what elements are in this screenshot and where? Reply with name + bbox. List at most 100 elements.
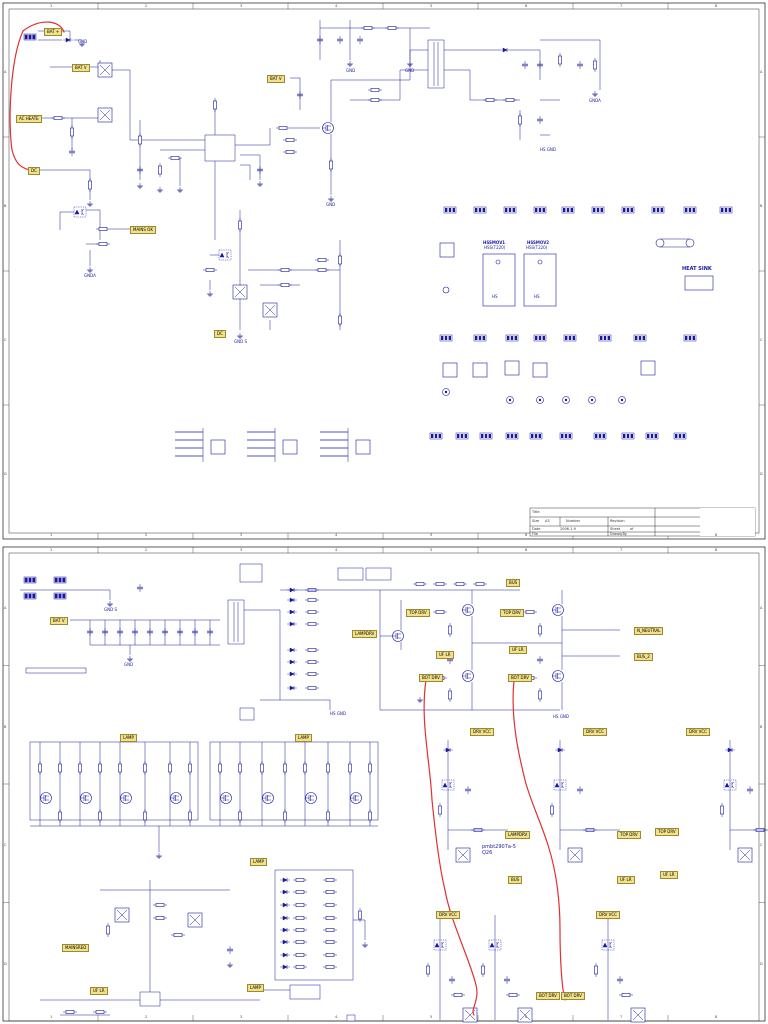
title-block — [529, 507, 756, 537]
gnd-label-7: GND S — [234, 339, 247, 344]
tb-of-label: of — [630, 527, 634, 531]
border-col-label: 7 — [620, 4, 623, 8]
net-flag-drv-vcc-3: DRV VCC — [686, 728, 710, 736]
tb-drawn-label: Drawn By — [610, 532, 627, 536]
border-col-label: 3 — [240, 533, 243, 537]
sheet-2-frame — [2, 546, 766, 1022]
net-flag-top-drv-2: TOP DRV — [500, 609, 524, 617]
border-col-label: 2 — [145, 4, 148, 8]
border-col-label: 3 — [240, 548, 243, 552]
net-flag-lampdrv-2: LAMPDRV — [505, 831, 531, 839]
border-col-label: 5 — [430, 533, 433, 537]
red-markup-annotations — [9, 21, 566, 1016]
net-flag-lampdrv: LAMPDRV — [352, 630, 378, 638]
gnd-label-8: GND S — [104, 607, 117, 612]
net-flag-bus-3: BUS — [508, 876, 523, 884]
sheet-1-connector-grid — [429, 206, 733, 440]
border-col-label: 8 — [715, 4, 718, 8]
border-col-label: 3 — [240, 1015, 243, 1019]
border-col-label: 4 — [335, 533, 338, 537]
gnd-label-12: HS GND — [540, 147, 556, 152]
tb-number-label: Number — [566, 519, 581, 523]
net-flag-bot-drv-1: BOT DRV — [419, 674, 443, 682]
gnd-label-2: GND — [346, 68, 356, 73]
net-flag-bus-2: BUS_2 — [634, 653, 653, 661]
sheet-2-rectifier — [239, 563, 520, 721]
sheet-2-input-filter — [20, 576, 245, 674]
heatsink-part-2: HSS(T220) — [526, 245, 548, 250]
border-col-label: 7 — [620, 548, 623, 552]
net-flag-bat-v-3: BAT V — [50, 617, 68, 625]
border-col-label: 6 — [525, 4, 528, 8]
heatsink-mov1-label: HSSMOV1 — [483, 240, 506, 245]
net-flag-mains-ok: MAINS OK — [130, 226, 156, 234]
net-flag-bot-drv-3: BOT DRV — [536, 992, 560, 1000]
gnd-label-10: HS GND — [553, 714, 569, 719]
border-row-label: B — [4, 724, 7, 729]
border-row-label: C — [4, 338, 7, 342]
heatsink-diagram — [439, 238, 714, 307]
net-flag-drv-vcc-5: DRV VCC — [596, 911, 620, 919]
border-row-label: A — [760, 70, 763, 74]
sheet-2-gate-drivers — [425, 740, 768, 1023]
border-row-label: D — [4, 472, 7, 476]
q26-label: Q26 — [482, 850, 493, 856]
border-row-label: D — [760, 961, 763, 966]
border-row-label: B — [760, 204, 763, 208]
gnd-label-6: GNDA — [84, 273, 96, 278]
border-col-label: 2 — [145, 1015, 148, 1019]
net-flag-top-drv-4: TOP DRV — [655, 828, 679, 836]
sheet-1-input-section — [23, 28, 132, 273]
border-col-label: 1 — [50, 548, 53, 552]
border-col-label: 7 — [620, 533, 623, 537]
net-flag-uf-lr-4: UF LR — [660, 871, 678, 879]
net-flag-bot-drv-2: BOT DRV — [508, 674, 532, 682]
sheet-2-h-bridge — [379, 590, 620, 711]
tb-size-label: Size — [532, 519, 540, 523]
border-row-label: C — [4, 843, 7, 848]
border-col-label: 6 — [525, 1015, 528, 1019]
tb-sheet-label: Sheet — [610, 527, 621, 531]
net-flag-uf-lr-2: UF LR — [509, 646, 527, 654]
sheet-2-mosfet-array — [29, 741, 379, 859]
heatsink-hs-2: HS — [534, 294, 540, 299]
net-flag-drv-vcc-4: DRV VCC — [436, 911, 460, 919]
net-flag-lamp-3: LAMP — [250, 858, 267, 866]
border-row-label: C — [760, 843, 763, 848]
gnd-label-4: GNDA — [589, 98, 601, 103]
net-flag-bus-top: BUS — [506, 579, 521, 587]
net-flag-uf-lr-1: UF LR — [436, 651, 454, 659]
border-row-label: B — [4, 204, 7, 208]
tb-file-label: File — [532, 532, 538, 536]
net-flag-vcc: DC — [214, 330, 226, 338]
heatsink-title: HEAT SINK — [682, 266, 712, 272]
border-col-label: 6 — [525, 548, 528, 552]
sheet-1-frame — [2, 2, 766, 540]
sheet-1-mains-detect — [202, 210, 343, 339]
net-flag-dc: DC — [28, 167, 40, 175]
gnd-label-1: GND — [78, 39, 88, 44]
gnd-label-3: GND — [405, 68, 415, 73]
border-col-label: 1 — [50, 533, 53, 537]
net-flag-bat-v-2: BAT V — [267, 75, 285, 83]
border-col-label: 6 — [525, 533, 528, 537]
gnd-label-9: GND — [124, 662, 134, 667]
gnd-label-11: HS GND — [330, 711, 346, 716]
border-row-label: A — [4, 70, 7, 74]
border-col-label: 3 — [240, 4, 243, 8]
tb-revision-label: Revision — [610, 519, 625, 523]
heatsink-mov2-label: HSSMOV2 — [527, 240, 550, 245]
net-flag-bat-v: BAT V — [72, 64, 90, 72]
net-flag-lamp-2: LAMP — [295, 734, 312, 742]
border-col-label: 5 — [430, 1015, 433, 1019]
pmbt-label: pmbt2907a-5 — [482, 844, 516, 850]
heatsink-part-1: HSS(T220) — [484, 245, 506, 250]
border-col-label: 7 — [620, 1015, 623, 1019]
net-flag-uf-lr-3: UF LR — [617, 876, 635, 884]
net-flag-lamp-1: LAMP — [120, 734, 137, 742]
border-col-label: 8 — [715, 1015, 718, 1019]
border-row-label: D — [4, 961, 7, 966]
sheet-2-lamp-section — [40, 869, 369, 1022]
net-flag-lamp-4: LAMP — [247, 984, 264, 992]
